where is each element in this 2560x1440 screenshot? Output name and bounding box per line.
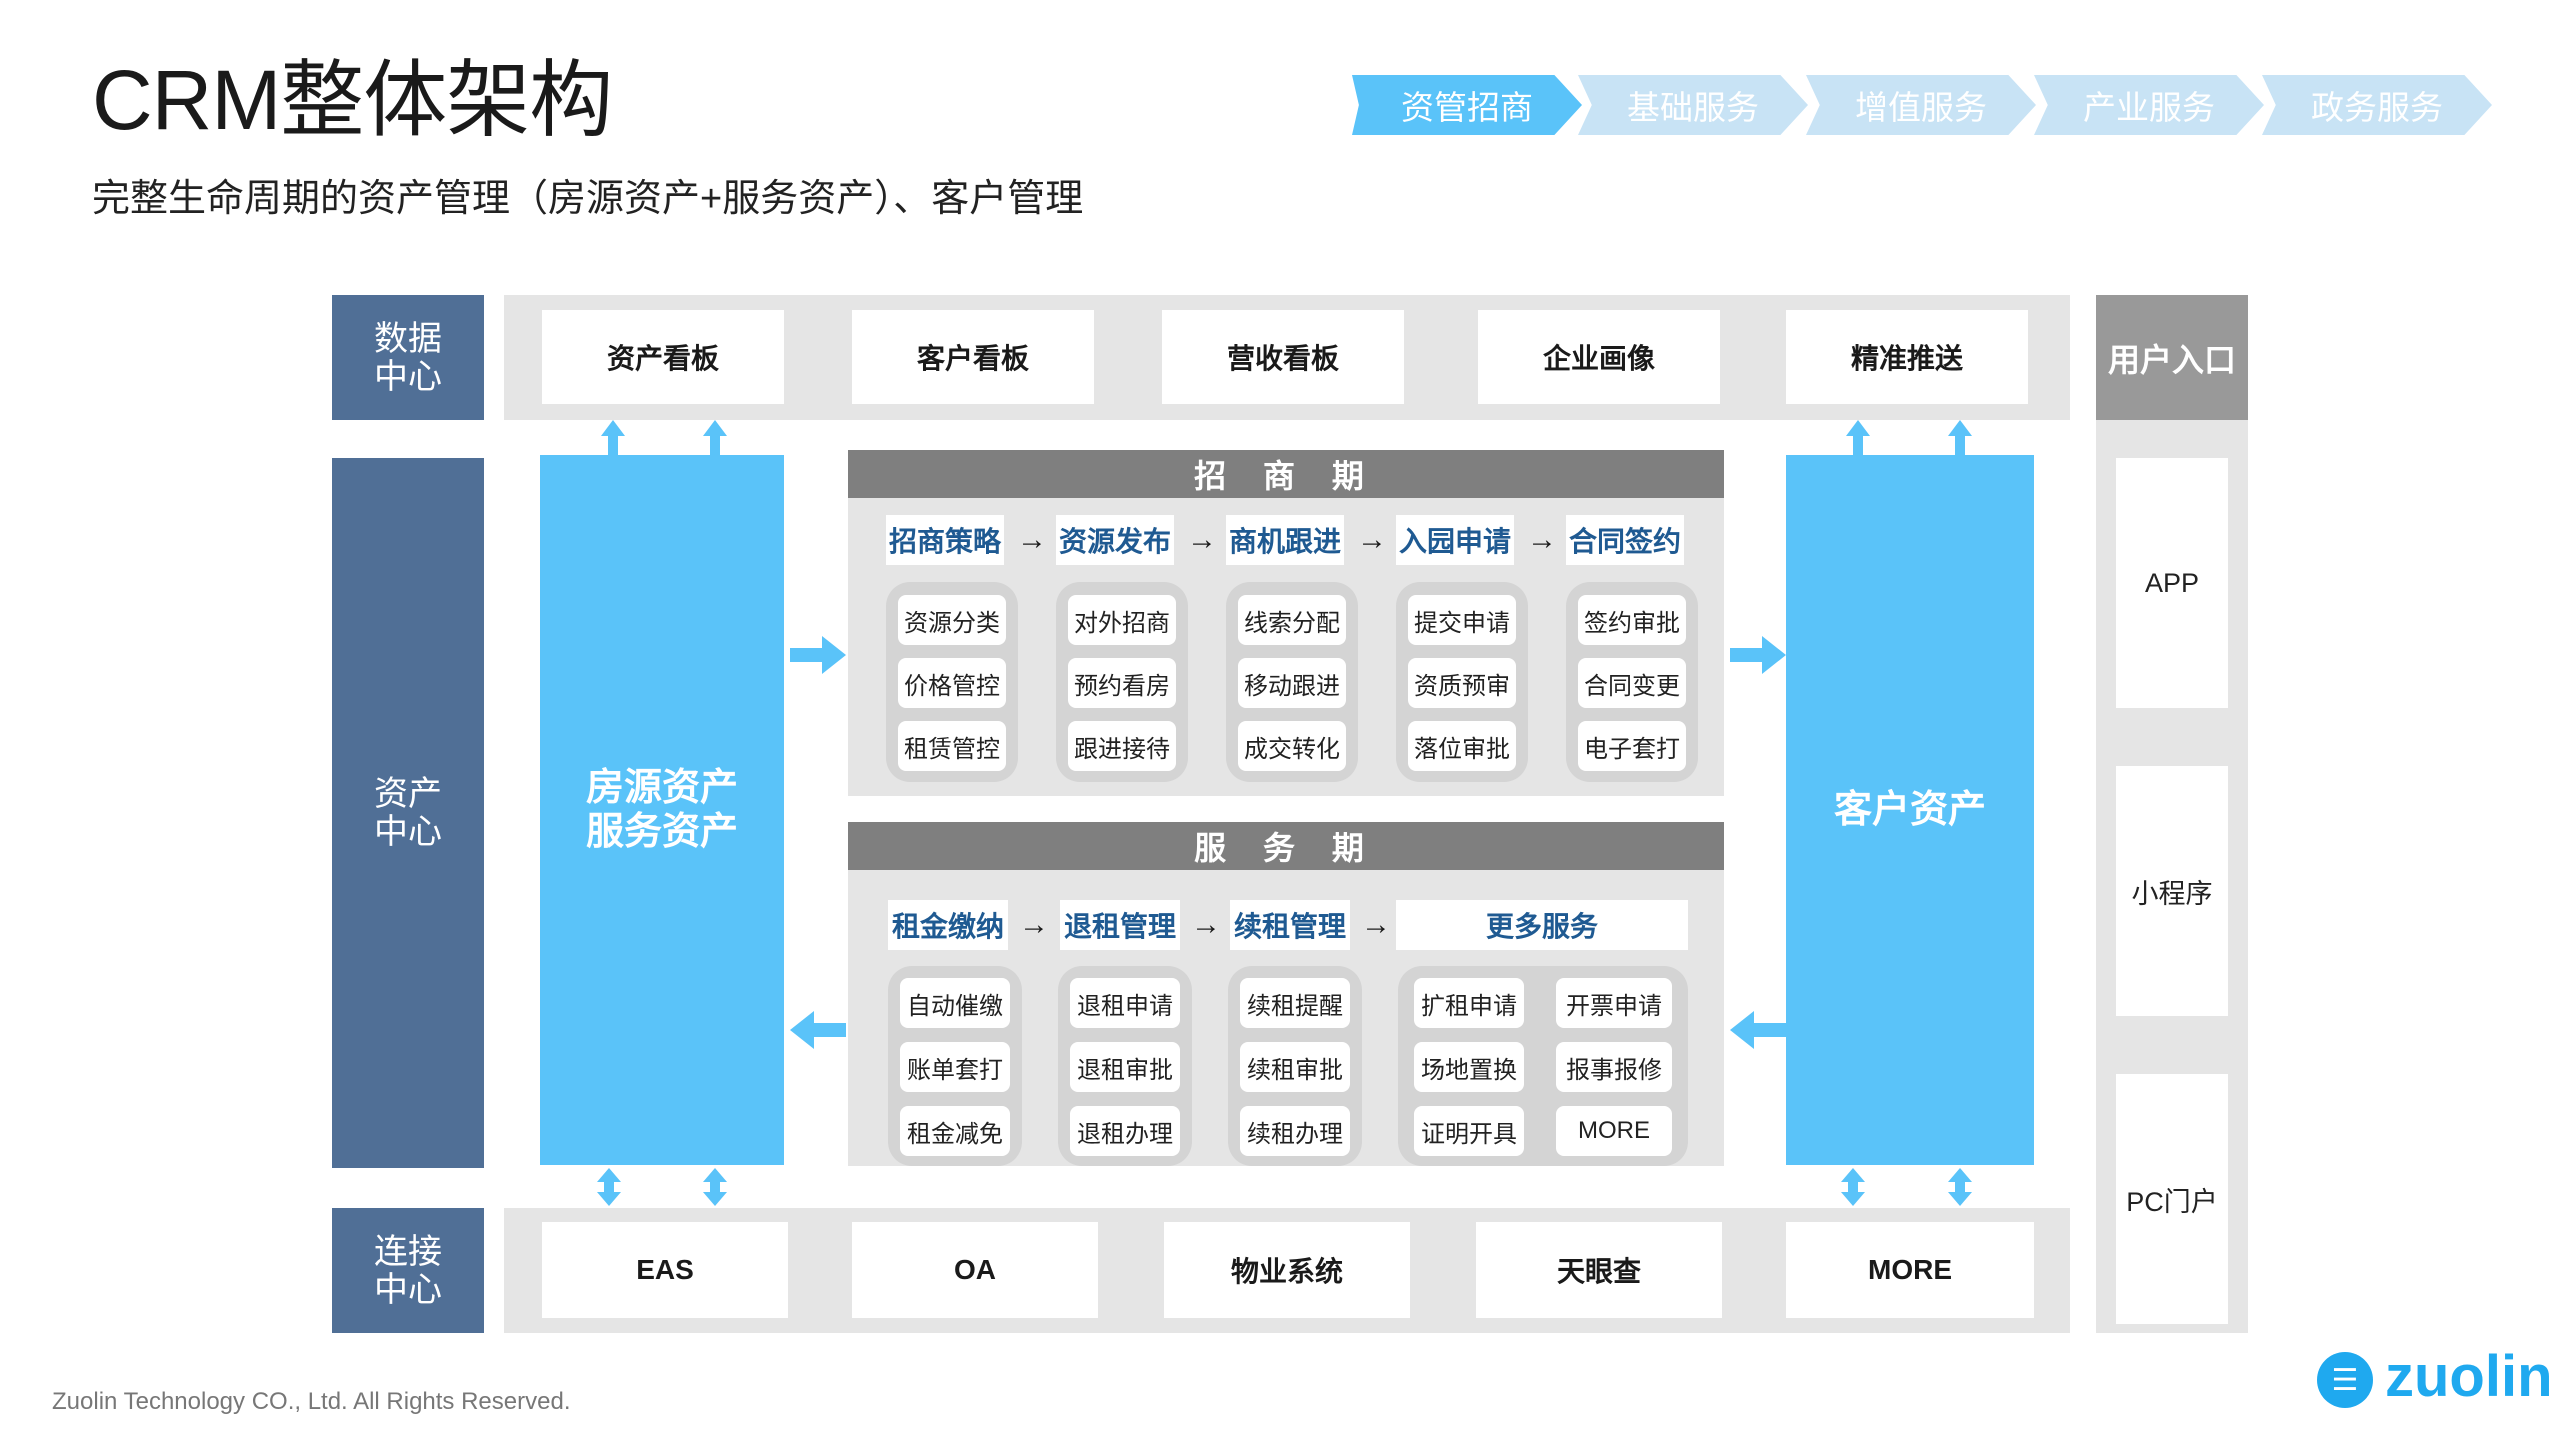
chip-item: 场地置换 [1414, 1042, 1524, 1092]
step-resource-publish: 资源发布 [1056, 515, 1174, 565]
double-arrow-icon [1841, 1168, 1865, 1206]
chip-item: 自动催缴 [900, 978, 1010, 1028]
board-enterprise-profile: 企业画像 [1478, 310, 1720, 404]
chip-item: 线索分配 [1238, 595, 1346, 645]
zuolin-logo-icon: ☰ [2317, 1352, 2373, 1408]
step-contract-sign: 合同签约 [1566, 515, 1684, 565]
housing-asset-label: 房源资产 [585, 767, 738, 809]
copyright-footer: Zuolin Technology CO., Ltd. All Rights R… [52, 1388, 571, 1415]
arrow-right-icon [790, 636, 846, 674]
chip-item: 续租提醒 [1240, 978, 1350, 1028]
chip-item: 开票申请 [1556, 978, 1672, 1028]
entry-pc-portal: PC门户 [2116, 1074, 2228, 1324]
page-title: CRM整体架构 [92, 53, 613, 147]
arrow-right-icon: → [1527, 523, 1557, 556]
chip-item: 成交转化 [1238, 721, 1346, 771]
arrow-up-icon [601, 420, 625, 455]
chip-item: 合同变更 [1578, 658, 1686, 708]
double-arrow-icon [597, 1168, 621, 1206]
chip-item: 续租办理 [1240, 1106, 1350, 1156]
chip-item: 报事报修 [1556, 1042, 1672, 1092]
step-rent-payment: 租金缴纳 [888, 900, 1008, 950]
data-center-label: 数据中心 [332, 295, 484, 420]
arrow-up-icon [703, 420, 727, 455]
system-property: 物业系统 [1164, 1222, 1410, 1318]
arrow-up-icon [1846, 420, 1870, 455]
chip-item: 签约审批 [1578, 595, 1686, 645]
chip-item: 移动跟进 [1238, 658, 1346, 708]
chip-item: 租金减免 [900, 1106, 1010, 1156]
system-tianyancha: 天眼查 [1476, 1222, 1722, 1318]
chip-item: MORE [1556, 1106, 1672, 1156]
tab-value-added-service[interactable]: 增值服务 [1806, 75, 2036, 135]
entry-mini-program: 小程序 [2116, 766, 2228, 1016]
arrow-left-icon [1730, 1011, 1786, 1049]
page-subtitle: 完整生命周期的资产管理（房源资产+服务资产）、客户管理 [92, 178, 1084, 220]
tab-government-service[interactable]: 政务服务 [2262, 75, 2492, 135]
recruit-phase-header: 招 商 期 [848, 450, 1724, 498]
arrow-left-icon [790, 1011, 846, 1049]
double-arrow-icon [1948, 1168, 1972, 1206]
arrow-right-icon: → [1361, 908, 1391, 941]
board-customer: 客户看板 [852, 310, 1094, 404]
step-lease-renewal: 续租管理 [1230, 900, 1350, 950]
step-park-entry-apply: 入园申请 [1396, 515, 1514, 565]
system-eas: EAS [542, 1222, 788, 1318]
chip-item: 预约看房 [1068, 658, 1176, 708]
arrow-right-icon: → [1357, 523, 1387, 556]
chip-item: 资质预审 [1408, 658, 1516, 708]
chip-item: 退租申请 [1070, 978, 1180, 1028]
step-opportunity-follow: 商机跟进 [1226, 515, 1344, 565]
step-recruit-strategy: 招商策略 [886, 515, 1004, 565]
chip-item: 跟进接待 [1068, 721, 1176, 771]
arrow-right-icon: → [1017, 523, 1047, 556]
tab-label: 资管招商 [1401, 89, 1533, 126]
arrow-right-icon: → [1187, 523, 1217, 556]
step-lease-termination: 退租管理 [1060, 900, 1180, 950]
chip-item: 对外招商 [1068, 595, 1176, 645]
board-precise-push: 精准推送 [1786, 310, 2028, 404]
chip-item: 证明开具 [1414, 1106, 1524, 1156]
board-asset: 资产看板 [542, 310, 784, 404]
service-phase-header: 服 务 期 [848, 822, 1724, 870]
arrow-right-icon [1730, 636, 1786, 674]
chip-item: 退租办理 [1070, 1106, 1180, 1156]
chip-item: 租赁管控 [898, 721, 1006, 771]
chip-item: 提交申请 [1408, 595, 1516, 645]
tab-label: 增值服务 [1855, 89, 1987, 126]
tab-industry-service[interactable]: 产业服务 [2034, 75, 2264, 135]
tab-label: 基础服务 [1627, 89, 1759, 126]
chip-item: 价格管控 [898, 658, 1006, 708]
tab-basic-service[interactable]: 基础服务 [1578, 75, 1808, 135]
arrow-right-icon: → [1191, 908, 1221, 941]
user-entry-header: 用户入口 [2096, 295, 2248, 420]
tab-label: 产业服务 [2083, 89, 2215, 126]
arrow-right-icon: → [1019, 908, 1049, 941]
system-more: MORE [1786, 1222, 2034, 1318]
connect-center-label: 连接中心 [332, 1208, 484, 1333]
chip-item: 落位审批 [1408, 721, 1516, 771]
chip-item: 续租审批 [1240, 1042, 1350, 1092]
zuolin-logo: zuolin [2385, 1344, 2553, 1409]
arrow-up-icon [1948, 420, 1972, 455]
step-more-services: 更多服务 [1396, 900, 1688, 950]
chip-item: 资源分类 [898, 595, 1006, 645]
customer-asset-block: 客户资产 [1786, 455, 2034, 1165]
housing-service-asset-block: 房源资产 服务资产 [540, 455, 784, 1165]
chip-item: 扩租申请 [1414, 978, 1524, 1028]
board-revenue: 营收看板 [1162, 310, 1404, 404]
tab-label: 政务服务 [2311, 89, 2443, 126]
chip-item: 电子套打 [1578, 721, 1686, 771]
chip-item: 账单套打 [900, 1042, 1010, 1092]
entry-app: APP [2116, 458, 2228, 708]
double-arrow-icon [703, 1168, 727, 1206]
system-oa: OA [852, 1222, 1098, 1318]
tab-asset-recruit[interactable]: 资管招商 [1352, 75, 1582, 135]
chip-item: 退租审批 [1070, 1042, 1180, 1092]
service-asset-label: 服务资产 [585, 811, 738, 853]
asset-center-label: 资产中心 [332, 458, 484, 1168]
